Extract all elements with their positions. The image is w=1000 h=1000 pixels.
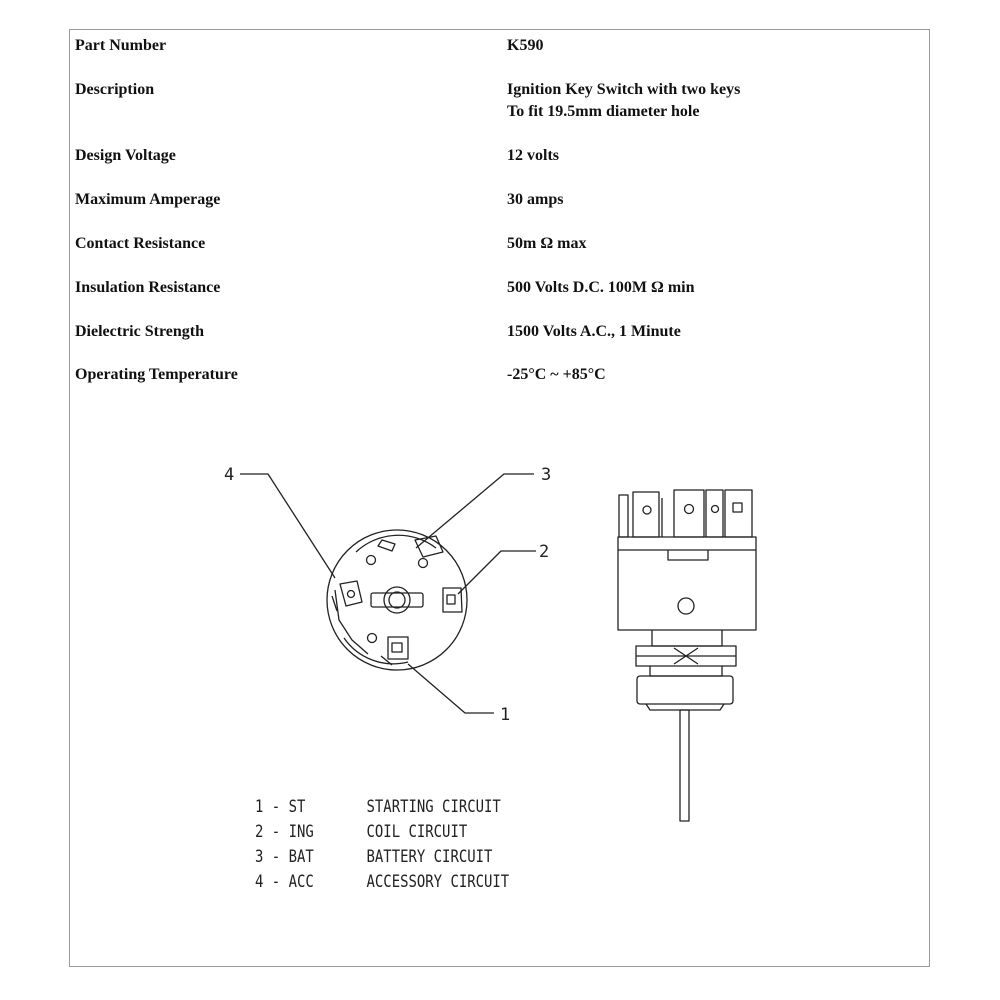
rear-view-drawing [240,473,536,714]
spec-label: Insulation Resistance [75,279,221,296]
legend-code: 2 - ING [255,822,314,842]
legend-name: STARTING CIRCUIT [366,797,501,817]
spec-value: 30 amps [507,191,564,208]
side-view-drawing [617,489,757,822]
callout-1: 1 [500,705,510,725]
spec-value: 1500 Volts A.C., 1 Minute [507,323,681,340]
spec-label: Part Number [75,37,167,54]
spec-label: Contact Resistance [75,235,206,252]
legend-item: 3 - BAT BATTERY CIRCUIT [255,847,492,867]
callout-4: 4 [224,465,234,485]
legend-code: 4 - ACC [255,872,314,892]
spec-value: K590 [507,37,544,54]
legend-item: 2 - ING COIL CIRCUIT [255,822,467,842]
spec-label: Design Voltage [75,147,176,164]
spec-label: Maximum Amperage [75,191,221,208]
legend-item: 4 - ACC ACCESSORY CIRCUIT [255,872,509,892]
spec-value: -25°C ~ +85°C [507,366,606,383]
legend-code: 3 - BAT [255,847,314,867]
legend-name: BATTERY CIRCUIT [366,847,493,867]
spec-label: Description [75,81,155,98]
legend-item: 1 - ST STARTING CIRCUIT [255,797,501,817]
callout-3: 3 [541,465,551,485]
callout-labels: 4 3 2 1 [224,465,551,725]
spec-value: 12 volts [507,147,559,164]
spec-sheet [69,29,930,967]
spec-value: 50m Ω max [507,235,587,252]
callout-2: 2 [539,542,549,562]
legend-code: 1 - ST [255,797,306,817]
spec-value: 500 Volts D.C. 100M Ω min [507,279,695,296]
legend-name: COIL CIRCUIT [366,822,468,842]
spec-label: Dielectric Strength [75,323,204,340]
spec-label: Operating Temperature [75,366,238,383]
legend-name: ACCESSORY CIRCUIT [366,872,510,892]
